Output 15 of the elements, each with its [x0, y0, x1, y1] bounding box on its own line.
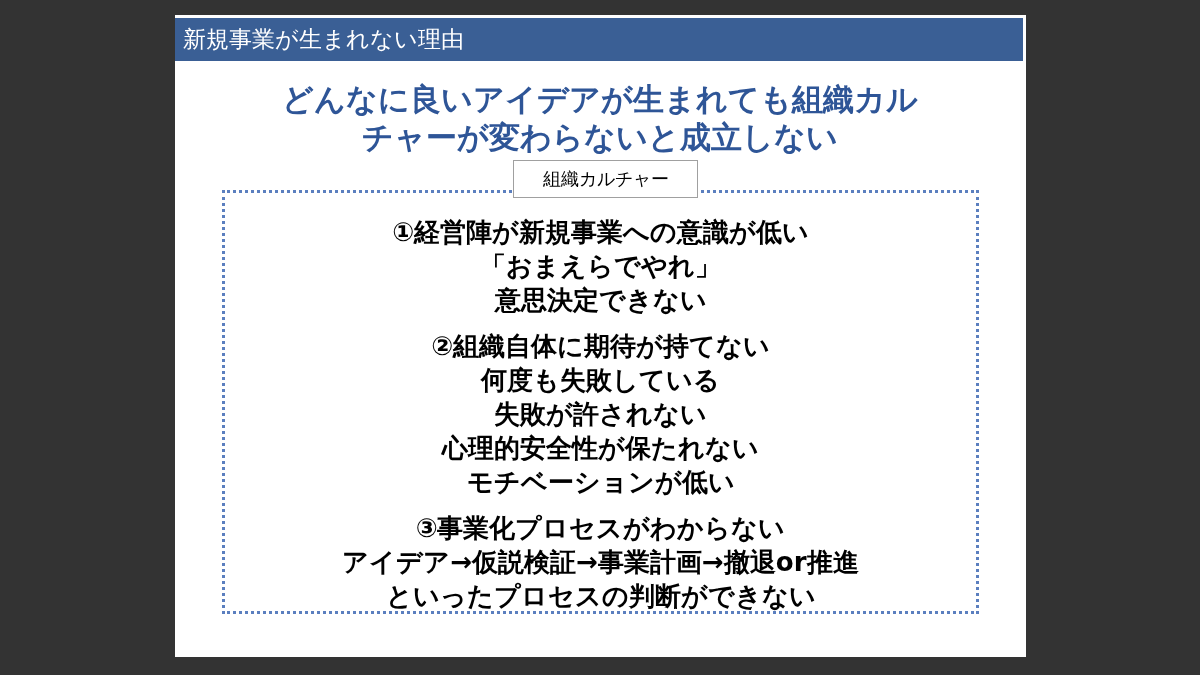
item-text: ②組織自体に期待が持てない [430, 330, 771, 363]
item-text: 失敗が許されない [493, 398, 708, 431]
item-text: 何度も失敗している [479, 364, 721, 397]
item-text: といったプロセスの判断ができない [384, 580, 817, 613]
item-text: アイデア→仮説検証→事業計画→撤退or推進 [341, 546, 860, 579]
tab-label: 組織カルチャー [513, 160, 698, 198]
item-text: ③事業化プロセスがわからない [414, 512, 787, 545]
item-text: 心理的安全性が保たれない [440, 432, 760, 465]
dotted-frame [222, 190, 979, 614]
header-bar: 新規事業が生まれない理由 [175, 18, 1023, 61]
item-text: ①経営陣が新規事業への意識が低い [391, 216, 810, 249]
item-text: 意思決定できない [493, 284, 708, 317]
item-text: 「おまえらでやれ」 [479, 250, 722, 283]
headline: どんなに良いアイデアが生まれても組織カルチャーが変わらないと成立しない [281, 80, 919, 156]
item-text: モチベーションが低い [465, 466, 736, 499]
